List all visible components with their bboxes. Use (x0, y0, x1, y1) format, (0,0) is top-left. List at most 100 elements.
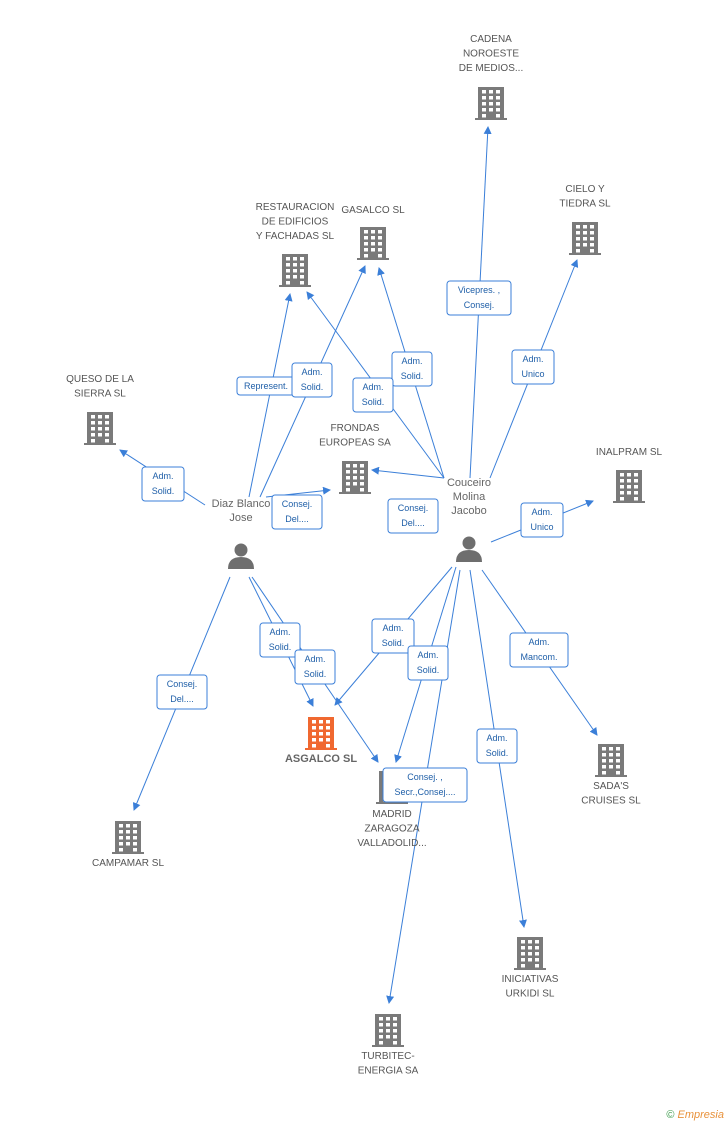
edge-label-couceiro-to-inalpram[interactable]: Adm. Unico (520, 502, 564, 538)
edge-label-text: Solid. (152, 486, 175, 496)
edge-label-couceiro-to-madrid[interactable]: Adm. Solid. (407, 645, 449, 681)
edge-label-box (520, 502, 564, 538)
node-label: ASGALCO SL (285, 753, 357, 765)
person-icon (228, 543, 254, 569)
node-label: CIELO Y (565, 184, 605, 195)
edge-label-text: Solid. (486, 748, 509, 758)
building-icon (339, 461, 371, 494)
node-label: VALLADOLID... (357, 838, 426, 849)
node-frondas[interactable]: FRONDAS EUROPEAS SA (319, 423, 391, 494)
credit[interactable]: ©Empresia (666, 1109, 724, 1121)
edge-label-text: Solid. (417, 665, 440, 675)
edge-label-text: Solid. (269, 642, 292, 652)
node-queso[interactable]: QUESO DE LA SIERRA SL (66, 374, 134, 445)
edge-label-diaz-to-asgalco[interactable]: Adm. Solid. (259, 622, 301, 658)
node-turbitec[interactable]: TURBITEC-ENERGIA SA (358, 1014, 419, 1077)
node-label: RESTAURACION (256, 202, 335, 213)
edge-label-text: Adm. (417, 650, 438, 660)
edge-label-text: Adm. (152, 471, 173, 481)
edge-label-couceiro-to-sadas[interactable]: Adm.Mancom. (509, 632, 569, 668)
building-icon (372, 1014, 404, 1047)
node-label: DE MEDIOS... (459, 63, 523, 74)
node-label: Jacobo (451, 505, 486, 517)
node-asgalco[interactable]: ASGALCO SL (285, 717, 357, 765)
edge-label-text: Solid. (362, 397, 385, 407)
edge-label-couceiro-to-cadena[interactable]: Vicepres. , Consej. (446, 280, 512, 316)
node-label: ENERGIA SA (358, 1066, 419, 1077)
node-label: Diaz Blanco (212, 498, 271, 510)
edge-label-box (271, 494, 323, 530)
edge-label-diaz-to-queso[interactable]: Adm. Solid. (141, 466, 185, 502)
edge-label-text: Adm. (531, 507, 552, 517)
edge-label-text: Consej. , (407, 772, 443, 782)
edge-label-text: Del.... (401, 518, 425, 528)
edge-label-couceiro-to-asgalco[interactable]: Adm.Solid. (371, 618, 415, 654)
edge-label-text: Consej. (398, 503, 429, 513)
edge-couceiro-to-frondas (371, 466, 445, 479)
edge-label-box (387, 498, 439, 534)
edge-label-couceiro-to-gasalco[interactable]: Adm.Solid. (391, 351, 433, 387)
edge-label-text: Del.... (170, 694, 194, 704)
node-label: CRUISES SL (581, 796, 641, 807)
building-icon (514, 937, 546, 970)
node-label: QUESO DE LA (66, 374, 134, 385)
edge-label-box (141, 466, 185, 502)
node-label: Couceiro (447, 477, 491, 489)
node-label: INALPRAM SL (596, 447, 663, 458)
edge-label-text: Solid. (301, 382, 324, 392)
node-label: SIERRA SL (74, 389, 126, 400)
edge-label-diaz-to-madrid[interactable]: Adm.Solid. (294, 649, 336, 685)
node-label: CADENA (470, 34, 512, 45)
edge-label-diaz-to-campamar[interactable]: Consej.Del.... (156, 674, 208, 710)
edge-label-text: Vicepres. , (458, 285, 500, 295)
edge-label-diaz-to-frondas[interactable]: Consej. Del.... (271, 494, 323, 530)
edge-label-box (391, 351, 433, 387)
edge-label-text: Solid. (382, 638, 405, 648)
edge-label-text: Unico (530, 522, 553, 532)
node-label: Molina (453, 491, 486, 503)
edge-label-text: Adm. (301, 367, 322, 377)
edge-label-text: Adm. (486, 733, 507, 743)
edge-label-text: Adm. (269, 627, 290, 637)
building-icon (112, 821, 144, 854)
edge-label-text: Adm. (522, 354, 543, 364)
edge-label-box (509, 632, 569, 668)
edge-label-couceiro-to-cielo[interactable]: Adm. Unico (511, 349, 555, 385)
node-label: FRONDAS (331, 423, 380, 434)
edge-label-text: Adm. (528, 637, 549, 647)
edge-label-diaz-to-restauracion[interactable]: Represent. (236, 376, 296, 396)
node-label: ZARAGOZA (364, 824, 419, 835)
node-label: EUROPEAS SA (319, 438, 391, 449)
building-icon (569, 222, 601, 255)
edge-label-couceiro-to-restauracion[interactable]: Adm.Solid. (352, 377, 394, 413)
node-gasalco[interactable]: GASALCO SL (341, 205, 405, 260)
edge-label-couceiro-to-frondas[interactable]: Consej. Del.... (387, 498, 439, 534)
node-cielo[interactable]: CIELO Y TIEDRA SL (559, 184, 611, 255)
edge-label-couceiro-to-iniciativas[interactable]: Adm. Solid. (476, 728, 518, 764)
node-inalpram[interactable]: INALPRAM SL (596, 447, 663, 503)
node-label: SADA'S (593, 781, 629, 792)
edge-label-text: Del.... (285, 514, 309, 524)
edge-label-box (407, 645, 449, 681)
edge-label-box (511, 349, 555, 385)
node-label: GASALCO SL (341, 205, 405, 216)
edge-label-text: Consej. (464, 300, 495, 310)
node-campamar[interactable]: CAMPAMAR SL (92, 821, 164, 869)
node-label: Jose (229, 512, 252, 524)
edge-label-text: Unico (521, 369, 544, 379)
edge-label-couceiro-to-turbitec[interactable]: Consej. , Secr.,Consej.... (382, 767, 468, 803)
edge-label-text: Secr.,Consej.... (394, 787, 455, 797)
building-icon (84, 412, 116, 445)
edge-label-diaz-to-gasalco[interactable]: Adm. Solid. (291, 362, 333, 398)
node-label: TIEDRA SL (559, 199, 611, 210)
node-sadas[interactable]: SADA'S CRUISES SL (581, 744, 641, 807)
edge-label-text: Consej. (282, 499, 313, 509)
building-icon (357, 227, 389, 260)
edge-label-box (382, 767, 468, 803)
